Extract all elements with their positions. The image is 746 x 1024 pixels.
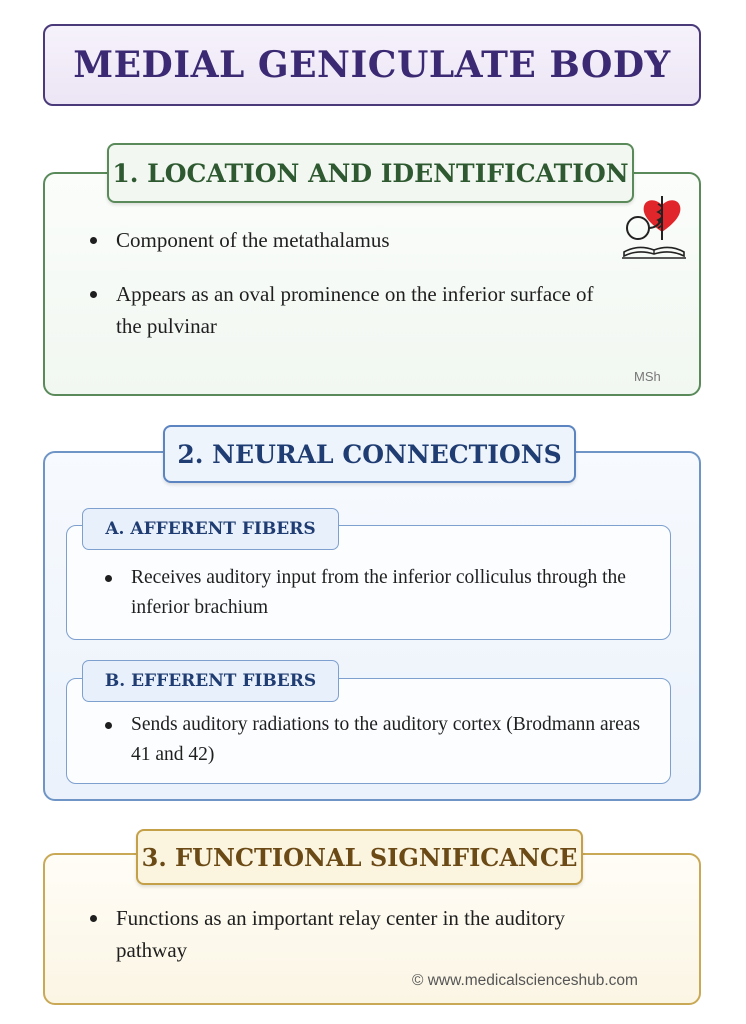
efferent-fibers-heading: B. EFFERENT FIBERS — [82, 660, 339, 702]
heart-stethoscope-book-icon — [622, 196, 686, 259]
list-item: Sends auditory radiations to the auditor… — [101, 710, 641, 770]
section-location-panel — [43, 172, 701, 396]
section-neural-heading: 2. NEURAL CONNECTIONS — [163, 425, 576, 483]
section-location-list: Component of the metathalamus Appears as… — [86, 224, 606, 364]
list-item: Receives auditory input from the inferio… — [101, 563, 641, 623]
list-item: Appears as an oval prominence on the inf… — [86, 278, 606, 342]
section-functional-list: Functions as an important relay center i… — [86, 902, 606, 966]
afferent-fibers-heading: A. AFFERENT FIBERS — [82, 508, 339, 550]
title-banner: MEDIAL GENICULATE BODY — [43, 24, 701, 106]
page-title: MEDIAL GENICULATE BODY — [73, 44, 671, 86]
watermark-text: MSh — [634, 369, 661, 384]
list-item: Component of the metathalamus — [86, 224, 606, 256]
afferent-fibers-list: Receives auditory input from the inferio… — [101, 563, 641, 623]
section-functional-heading: 3. FUNCTIONAL SIGNIFICANCE — [136, 829, 583, 885]
section-location-heading: 1. LOCATION AND IDENTIFICATION — [107, 143, 634, 203]
efferent-fibers-list: Sends auditory radiations to the auditor… — [101, 710, 641, 770]
list-item: Functions as an important relay center i… — [86, 902, 606, 966]
copyright-credit: © www.medicalscienceshub.com — [412, 972, 638, 989]
